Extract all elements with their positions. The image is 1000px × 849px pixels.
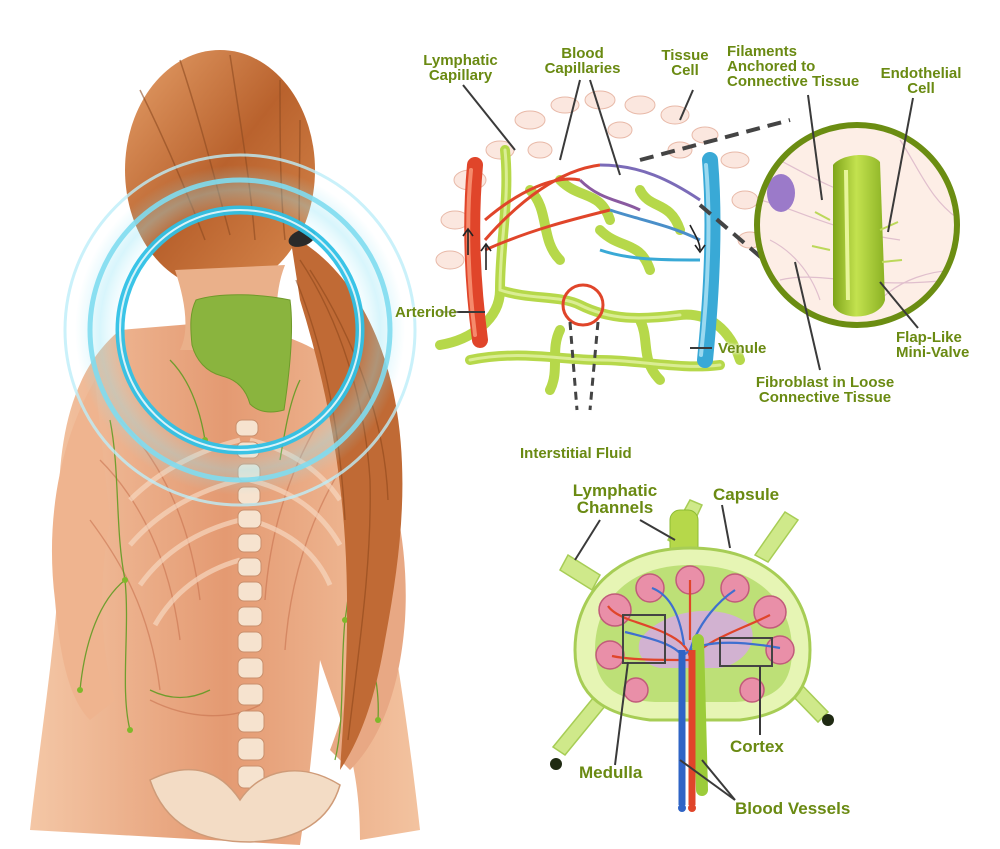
label-interstitial-fluid: Interstitial Fluid xyxy=(520,445,632,462)
label-cortex: Cortex xyxy=(730,737,784,756)
channel-ends xyxy=(550,714,834,770)
cortex-box xyxy=(719,637,773,667)
node-leader-lines xyxy=(574,504,761,801)
label-blood-vessels: Blood Vessels xyxy=(735,799,851,818)
label-fibroblast: Fibroblast in Loose Connective Tissue xyxy=(755,374,895,406)
label-flap-valve: Flap-Like Mini-Valve xyxy=(896,329,970,361)
medulla-box xyxy=(622,614,666,664)
label-endothelial-cell: Endothelial Cell xyxy=(880,65,962,97)
interstitial-fluid-circle xyxy=(561,283,605,327)
label-blood-capillaries: Blood Capillaries xyxy=(544,45,621,77)
magnifier-leader-lines xyxy=(794,94,919,371)
left-arm xyxy=(51,380,115,720)
venule xyxy=(697,152,721,368)
highlight-rings xyxy=(63,153,417,507)
interstitial-dashes xyxy=(568,321,600,411)
flow-arrows xyxy=(462,224,706,270)
label-tissue-cell: Tissue Cell xyxy=(661,47,709,79)
label-medulla: Medulla xyxy=(579,763,643,782)
efferent-vessel xyxy=(692,634,708,796)
capillary-leader-lines xyxy=(440,79,712,349)
blood-capillaries xyxy=(483,163,701,262)
node-patch xyxy=(190,294,293,413)
label-venule: Venule xyxy=(718,340,767,357)
label-capsule: Capsule xyxy=(713,485,780,504)
label-lymphatic-channels: Lymphatic Channels xyxy=(572,481,658,517)
label-filaments: Filaments Anchored to Connective Tissue xyxy=(727,43,860,90)
label-lymphatic-capillary: Lymphatic Capillary xyxy=(423,52,498,84)
zoom-dashes xyxy=(639,118,791,267)
arteriole xyxy=(464,157,488,348)
pelvis xyxy=(149,768,341,843)
label-arteriole: Arteriole xyxy=(395,304,457,321)
